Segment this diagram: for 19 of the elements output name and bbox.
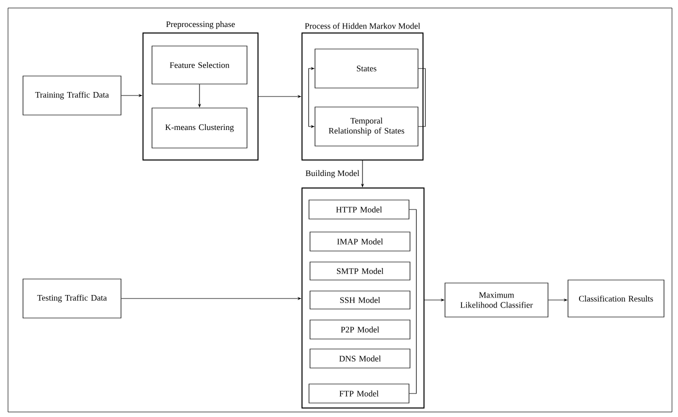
classifier-box: Maximum Likelihood Classifier <box>444 282 548 318</box>
node-label: Process of Hidden Markov Model <box>304 22 420 29</box>
process-box: Feature Selection <box>152 46 248 84</box>
process-box: States <box>314 48 418 88</box>
process-box: DNS Model <box>310 348 410 368</box>
process-box: SSH Model <box>310 290 410 310</box>
input-box: Testing Traffic Data <box>22 278 122 318</box>
process-box: P2P Model <box>310 320 410 340</box>
input-box: Training Traffic Data <box>22 76 122 116</box>
process-box: FTP Model <box>308 384 410 404</box>
process-box: Temporal Relationship of States <box>314 106 418 146</box>
process-box: IMAP Model <box>310 232 410 252</box>
edge-label: Building Model <box>304 169 360 179</box>
result-box: Classification Results <box>568 280 664 318</box>
model-group-box <box>302 188 424 408</box>
process-box: K-means Clustering <box>152 108 248 148</box>
process-box: HTTP Model <box>308 200 410 220</box>
process-box: SMTP Model <box>310 262 410 280</box>
node-label: Preprocessing phase <box>166 21 235 29</box>
